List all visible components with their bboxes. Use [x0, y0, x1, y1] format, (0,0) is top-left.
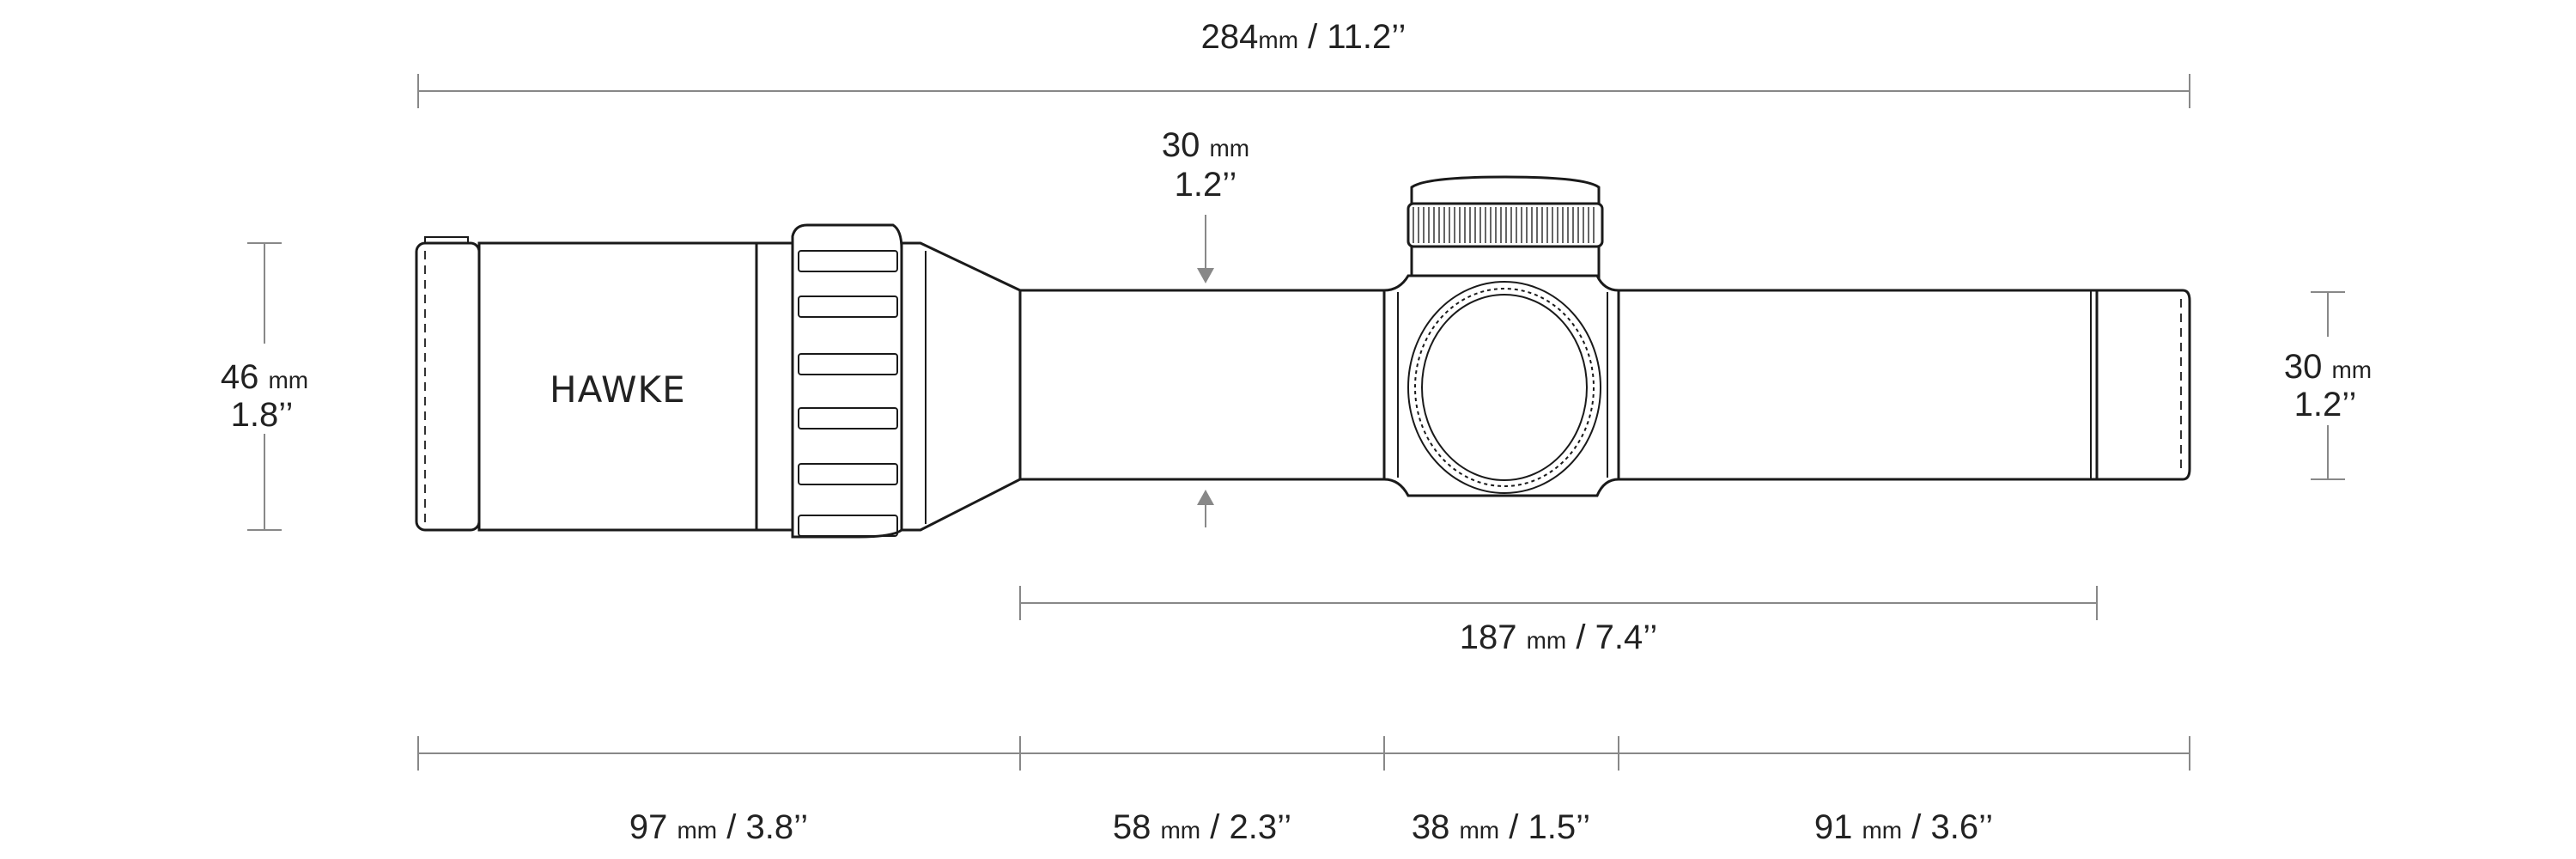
segment-label: 58 mm / 2.3’’ — [1113, 808, 1291, 846]
eyepiece-body — [477, 241, 758, 532]
arrow-down-icon — [1197, 268, 1214, 283]
grip-rib — [798, 407, 898, 430]
grip-rib — [798, 463, 898, 485]
tube-diameter-dimension: 30 mm 1.2’’ — [1162, 126, 1249, 527]
tube-length-dimension: 187 mm / 7.4’’ — [1019, 586, 2098, 656]
svg-text:46 mm: 46 mm — [221, 358, 308, 396]
eyepiece-diameter-dimension: 46 mm 1.8’’ — [221, 242, 308, 531]
turret-cap — [1410, 175, 1601, 205]
svg-text:1.2’’: 1.2’’ — [1175, 166, 1237, 204]
grip-rib — [798, 353, 898, 375]
svg-text:30 mm: 30 mm — [1162, 126, 1249, 164]
svg-text:30 mm: 30 mm — [2284, 348, 2372, 386]
segment-label: 97 mm / 3.8’’ — [629, 808, 808, 846]
svg-text:1.2’’: 1.2’’ — [2294, 386, 2357, 423]
objective-tube — [1617, 289, 2099, 481]
objective-cap — [2095, 289, 2191, 481]
main-tube — [1018, 289, 1386, 481]
segment-label: 91 mm / 3.6’’ — [1814, 808, 1993, 846]
svg-text:187 mm / 7.4’’: 187 mm / 7.4’’ — [1460, 618, 1658, 656]
overall-length-label: 284mm / 11.2’’ — [1201, 18, 1406, 56]
grip-rib — [798, 515, 898, 537]
grip-rib — [798, 295, 898, 318]
riflescope-drawing: HAWKE — [415, 175, 2191, 539]
side-focus-dial — [1407, 281, 1601, 494]
objective-diameter-dimension: 30 mm 1.2’’ — [2284, 291, 2372, 480]
grip-rib — [798, 250, 898, 272]
segment-dimensions: 97 mm / 3.8’’ 58 mm / 2.3’’ 38 mm / 1.5’… — [417, 736, 2190, 846]
turret-saddle — [1382, 274, 1620, 497]
svg-text:1.8’’: 1.8’’ — [231, 396, 294, 434]
segment-label: 38 mm / 1.5’’ — [1412, 808, 1590, 846]
overall-length-dimension: 284mm / 11.2’’ — [417, 18, 2190, 108]
hawke-logo: HAWKE — [550, 369, 686, 411]
arrow-up-icon — [1197, 490, 1214, 505]
turret-knurl — [1406, 202, 1604, 248]
